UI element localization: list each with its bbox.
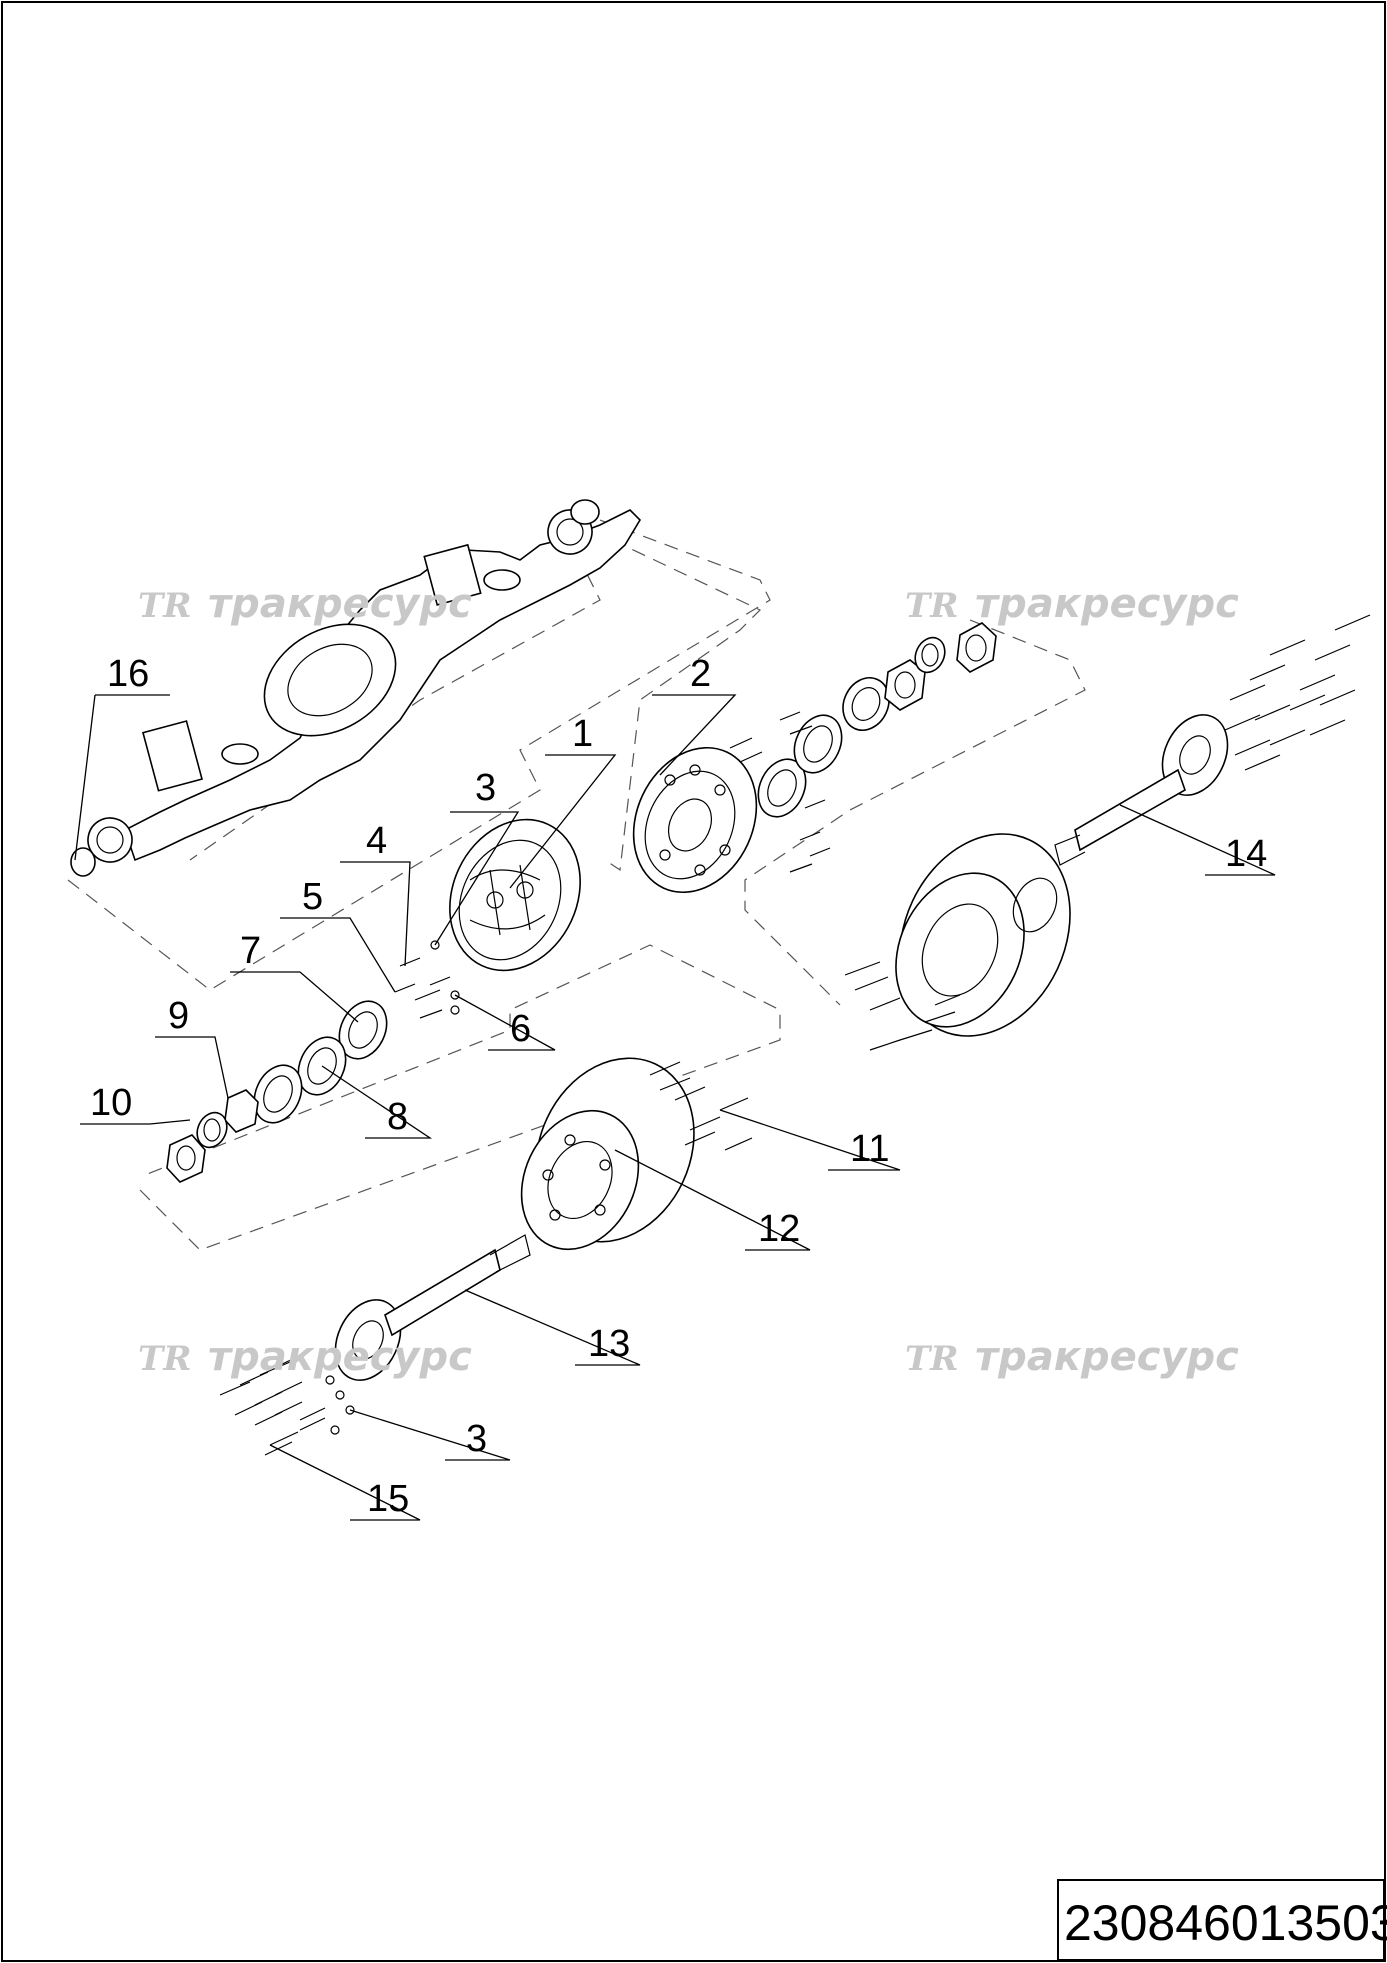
watermark-3: TR тракресурс — [138, 1334, 472, 1380]
callout-1: 1 — [572, 713, 593, 755]
hub-mount-plate — [632, 746, 758, 894]
wheel-hub — [520, 1057, 695, 1251]
axle-housing — [70, 499, 642, 877]
svg-text:TR: TR — [905, 1339, 959, 1379]
svg-text:TR: TR — [138, 586, 192, 626]
watermark-2: TR тракресурс — [905, 581, 1239, 627]
callout-9: 9 — [168, 995, 189, 1037]
svg-text:TR: TR — [138, 1339, 192, 1379]
brake-drum-right — [844, 833, 1071, 1051]
callout-5: 5 — [302, 876, 323, 918]
assembly-outline-top — [569, 519, 762, 872]
callout-14: 14 — [1225, 833, 1267, 875]
svg-text:тракресурс: тракресурс — [975, 581, 1239, 627]
leader-lines — [74, 694, 1276, 1521]
bolt-grid-lower — [219, 1351, 355, 1456]
svg-text:тракресурс: тракресурс — [975, 1334, 1239, 1380]
callout-11: 11 — [850, 1128, 889, 1170]
callout-12: 12 — [758, 1208, 800, 1250]
bolt-grid-upper — [1224, 614, 1371, 771]
callout-13: 13 — [588, 1323, 630, 1365]
callout-8: 8 — [387, 1096, 408, 1138]
assembly-outline-upper — [67, 519, 771, 991]
document-number-box: 230846013503 — [1057, 1879, 1387, 1961]
bolts-plate — [729, 711, 831, 873]
wheel-studs — [649, 1061, 753, 1151]
callout-15: 15 — [367, 1478, 409, 1520]
callout-3-upper: 3 — [475, 767, 496, 809]
bearing-set-upper — [757, 622, 997, 818]
watermark-1: TR тракресурс — [138, 581, 472, 627]
bearing-set-lower — [166, 1000, 388, 1183]
callout-3-lower: 3 — [466, 1418, 487, 1460]
assembly-outline-lower — [139, 944, 781, 1251]
assembly-outline-right — [744, 619, 1086, 1006]
svg-text:тракресурс: тракресурс — [208, 1334, 472, 1380]
axle-shaft-left — [334, 1234, 531, 1381]
svg-text:TR: TR — [905, 586, 959, 626]
callout-16: 16 — [107, 653, 149, 695]
bolts-left-cluster — [394, 940, 460, 1019]
callout-4: 4 — [366, 820, 387, 862]
callout-2: 2 — [690, 653, 711, 695]
document-number: 230846013503 — [1064, 1895, 1387, 1951]
callout-10: 10 — [90, 1082, 132, 1124]
watermark-4: TR тракресурс — [905, 1334, 1239, 1380]
callout-6: 6 — [510, 1008, 531, 1050]
svg-text:тракресурс: тракресурс — [208, 581, 472, 627]
brake-assembly — [449, 818, 581, 972]
axle-shaft-right — [1054, 714, 1229, 866]
callout-7: 7 — [240, 930, 261, 972]
